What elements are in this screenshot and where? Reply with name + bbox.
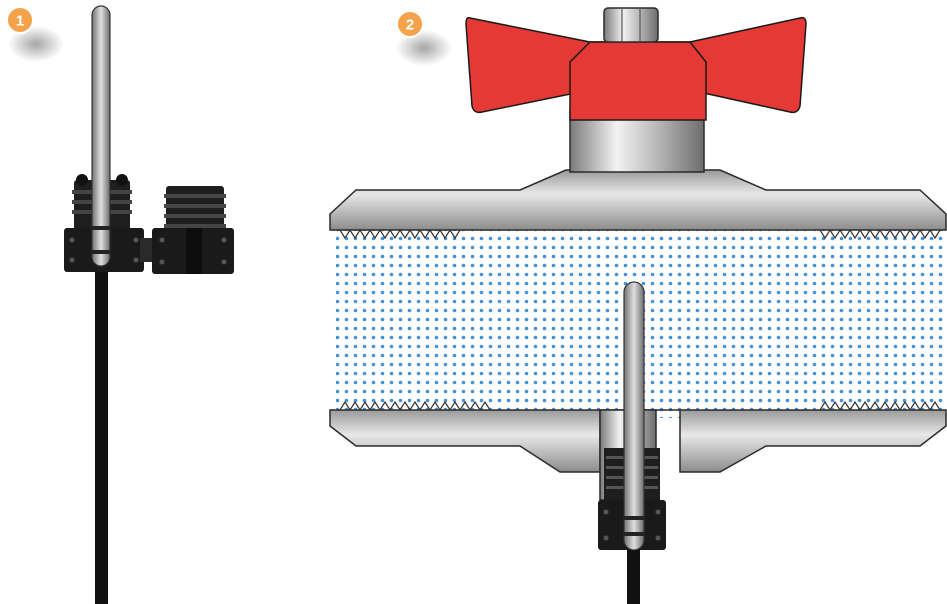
upper-pipe-wall — [329, 169, 947, 231]
step-1-number: 1 — [16, 13, 24, 30]
numbered-circle-icon — [6, 6, 34, 34]
upper-thread-right — [819, 228, 941, 240]
lower-pipe-wall — [329, 409, 947, 473]
probe-cable — [95, 262, 108, 604]
step-1-badge: 1 — [6, 6, 64, 62]
probe-ring — [91, 226, 111, 230]
badge-shadow — [396, 30, 452, 66]
step-2-number: 2 — [406, 17, 414, 34]
probe-ring — [623, 516, 645, 520]
probe-ring — [91, 250, 111, 254]
lower-thread-right — [819, 400, 941, 412]
compression-nut-icon — [140, 186, 234, 274]
temperature-probe-icon — [64, 5, 144, 604]
hex-nut-icon — [603, 7, 659, 43]
upper-thread-left — [339, 228, 461, 240]
inserted-probe-cable — [627, 548, 640, 604]
butterfly-valve-icon — [329, 7, 947, 604]
step-2-badge: 2 — [396, 10, 452, 66]
badge-shadow — [8, 26, 64, 62]
lower-thread-left — [339, 400, 491, 412]
probe-ring — [623, 532, 645, 536]
inserted-probe-stem — [623, 281, 645, 551]
probe-stem — [91, 5, 111, 267]
numbered-circle-icon — [396, 10, 424, 38]
valve-handle-hub — [569, 41, 707, 121]
